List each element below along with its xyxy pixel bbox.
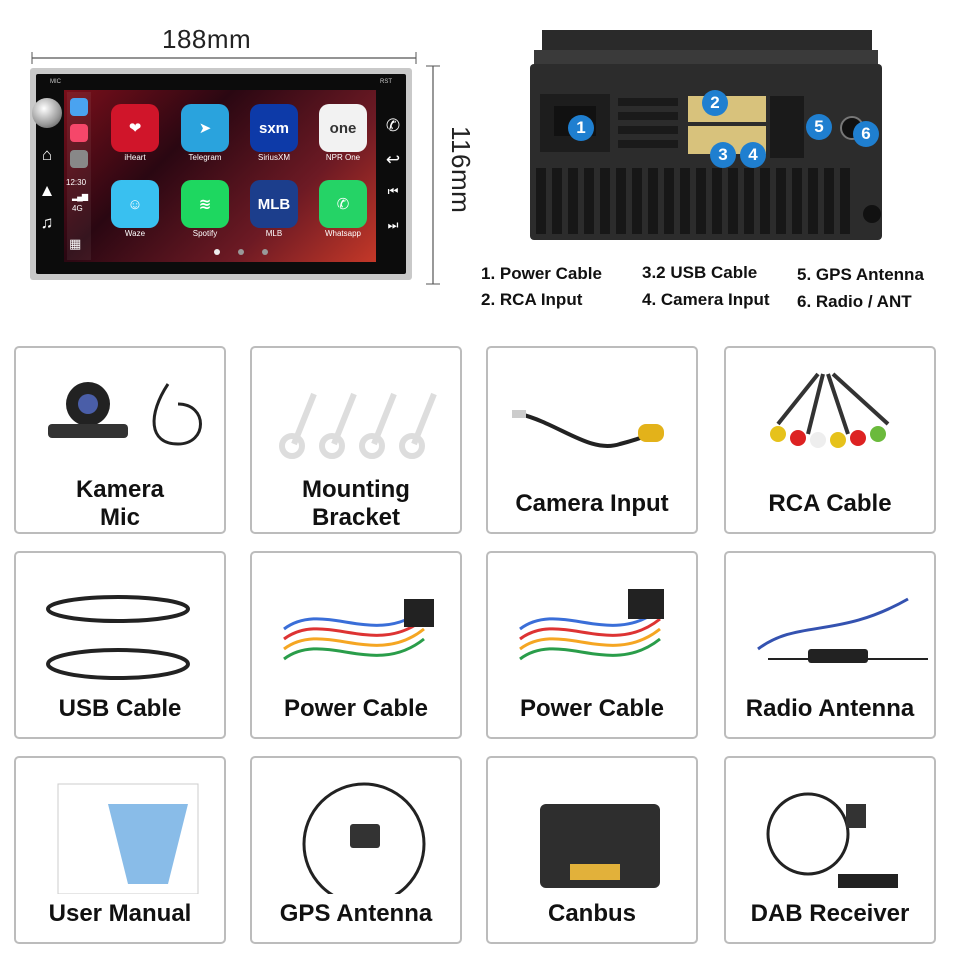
carplay-dock [67,92,91,260]
canbus-image [540,804,660,888]
music-dock-icon[interactable] [70,124,88,142]
music-note-icon[interactable]: ♫ [40,213,54,232]
callout-1: 1 [568,115,594,141]
app-icon-waze[interactable]: ☺ [111,180,159,228]
phone-icon[interactable]: ✆ [385,116,401,135]
app-label: NPR One [325,153,361,162]
app-label: MLB [265,229,283,238]
app-icon-mlb[interactable]: MLB [250,180,298,228]
accessory-label-line2: Mic [99,504,140,531]
home-icon[interactable]: ⌂ [41,145,53,164]
app-label: Telegram [188,153,222,162]
dashboard-icon[interactable]: ▦ [69,236,82,251]
usb-cable-image [46,595,190,680]
app-label: SiriusXM [257,153,290,162]
width-dimension: 188mm [162,24,252,54]
callout-2: 2 [702,90,728,116]
accessory-label-line2: Bracket [311,504,401,531]
legend-item: 4. Camera Input [642,290,770,309]
accessory-card-camera-input: Camera Input [486,346,698,534]
power-cable-image [283,599,434,661]
callout-3: 3 [710,142,736,168]
status-network: 4G [72,204,83,213]
accessory-card-radio-antenna: Radio Antenna [724,551,936,739]
status-time: 12:30 [66,178,87,187]
accessory-card-power-cable: Power Cable [250,551,462,739]
accessory-card-rca-cable: RCA Cable [724,346,936,534]
accessory-label: USB Cable [58,695,182,722]
legend-item: 3.2 USB Cable [642,263,758,282]
app-icon-iheart[interactable]: ❤ [111,104,159,152]
next-track-icon[interactable]: ⏭ [387,218,399,232]
mounting-bracket-image [279,392,437,459]
accessory-label: GPS Antenna [279,900,433,927]
accessory-label: RCA Cable [768,490,892,517]
previous-track-icon[interactable]: ⏮ [387,184,399,198]
callout-5: 5 [806,114,832,140]
accessory-label: Mounting [302,476,410,503]
height-dimension: 116mm [446,126,476,214]
mic-label: MIC [50,79,61,85]
settings-dock-icon[interactable] [70,150,88,168]
gps-antenna-image [302,782,426,894]
accessory-card-gps-antenna: GPS Antenna [250,756,462,944]
legend-item: 1. Power Cable [481,264,602,283]
legend-item: 6. Radio / ANT [797,292,912,311]
accessory-card-dab-receiver: DAB Receiver [724,756,936,944]
radio-antenna-image [757,597,928,663]
callout-4: 4 [740,142,766,168]
volume-knob[interactable] [32,98,62,128]
app-icon-whatsapp[interactable]: ✆ [319,180,367,228]
accessory-card-power-cable-2: Power Cable [486,551,698,739]
user-manual-image [57,783,199,894]
rst-label: RST [380,79,392,85]
accessory-card-usb-cable: USB Cable [14,551,226,739]
page-dot[interactable] [214,249,220,255]
page-dot[interactable] [262,249,268,255]
app-label: Waze [124,229,146,238]
page-dot[interactable] [238,249,244,255]
app-icon-npr-one[interactable]: one [319,104,367,152]
accessory-label: User Manual [48,900,192,927]
accessory-card-canbus: Canbus [486,756,698,944]
rca-cable-image [770,372,890,448]
accessory-label: Camera Input [515,490,669,517]
signal-icon: ▂▄▆ [72,192,88,201]
accessory-label: Radio Antenna [745,695,915,722]
app-label: Whatsapp [324,229,362,238]
rear-panel-image [530,30,882,240]
callout-6: 6 [853,121,879,147]
accessory-label: Kamera [75,476,165,503]
accessory-card-user-manual: User Manual [14,756,226,944]
app-icon-spotify[interactable]: ≋ [181,180,229,228]
power-cable-2-image [519,589,664,661]
accessory-label: DAB Receiver [750,900,910,927]
legend-item: 2. RCA Input [481,290,583,309]
legend-item: 5. GPS Antenna [797,265,924,284]
kamera-mic-image [48,382,202,446]
app-icon-siriusxm[interactable]: sxm [250,104,298,152]
navigation-arrow-icon[interactable]: ▲ [38,181,56,200]
width-dimension-line [31,52,417,64]
app-label: iHeart [124,153,146,162]
app-icon-telegram[interactable]: ➤ [181,104,229,152]
accessory-label: Power Cable [283,695,429,722]
height-dimension-line [426,65,440,285]
maps-dock-icon[interactable] [70,98,88,116]
dab-receiver-image [766,792,898,888]
camera-input-image [512,410,664,448]
accessory-label: Power Cable [519,695,665,722]
accessory-label: Canbus [547,900,636,927]
app-label: Spotify [192,229,218,238]
back-icon[interactable]: ↩ [385,150,401,169]
